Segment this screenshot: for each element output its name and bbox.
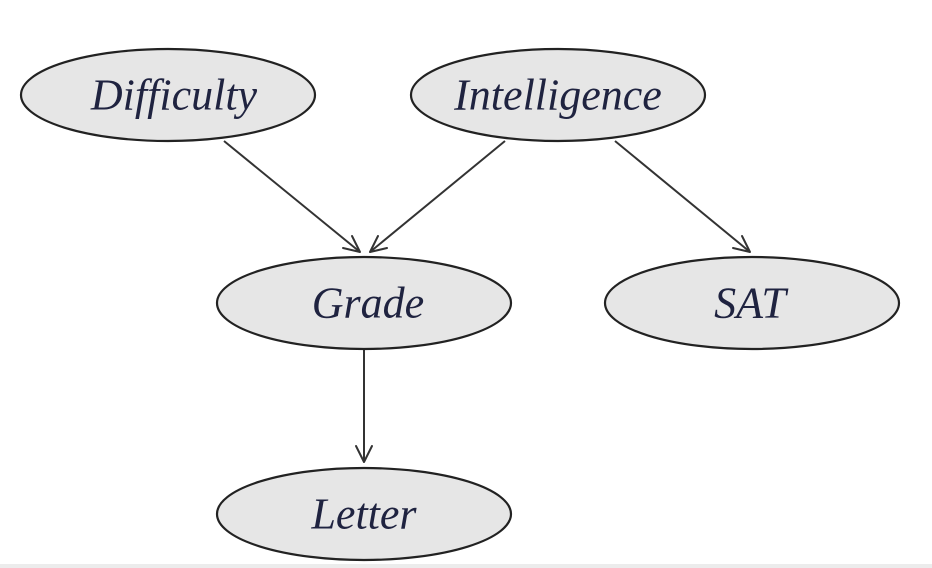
node-sat: SAT [603, 255, 901, 351]
node-label-grade: Grade [312, 279, 424, 328]
edge-intelligence-to-grade [369, 140, 506, 253]
node-label-sat: SAT [714, 279, 789, 328]
bottom-divider [0, 564, 932, 568]
node-label-intelligence: Intelligence [453, 71, 662, 120]
arrowhead [369, 235, 388, 253]
arrowhead [732, 235, 751, 253]
node-label-letter: Letter [310, 490, 417, 539]
node-grade: Grade [215, 255, 513, 351]
arrowhead [355, 445, 373, 463]
node-label-difficulty: Difficulty [90, 71, 258, 120]
arrowhead [342, 235, 361, 253]
edge-difficulty-to-grade [223, 140, 361, 253]
node-difficulty: Difficulty [19, 47, 317, 143]
edge-grade-to-letter [355, 350, 373, 463]
node-intelligence: Intelligence [409, 47, 707, 143]
node-letter: Letter [215, 466, 513, 562]
edge-intelligence-to-sat [614, 140, 751, 253]
